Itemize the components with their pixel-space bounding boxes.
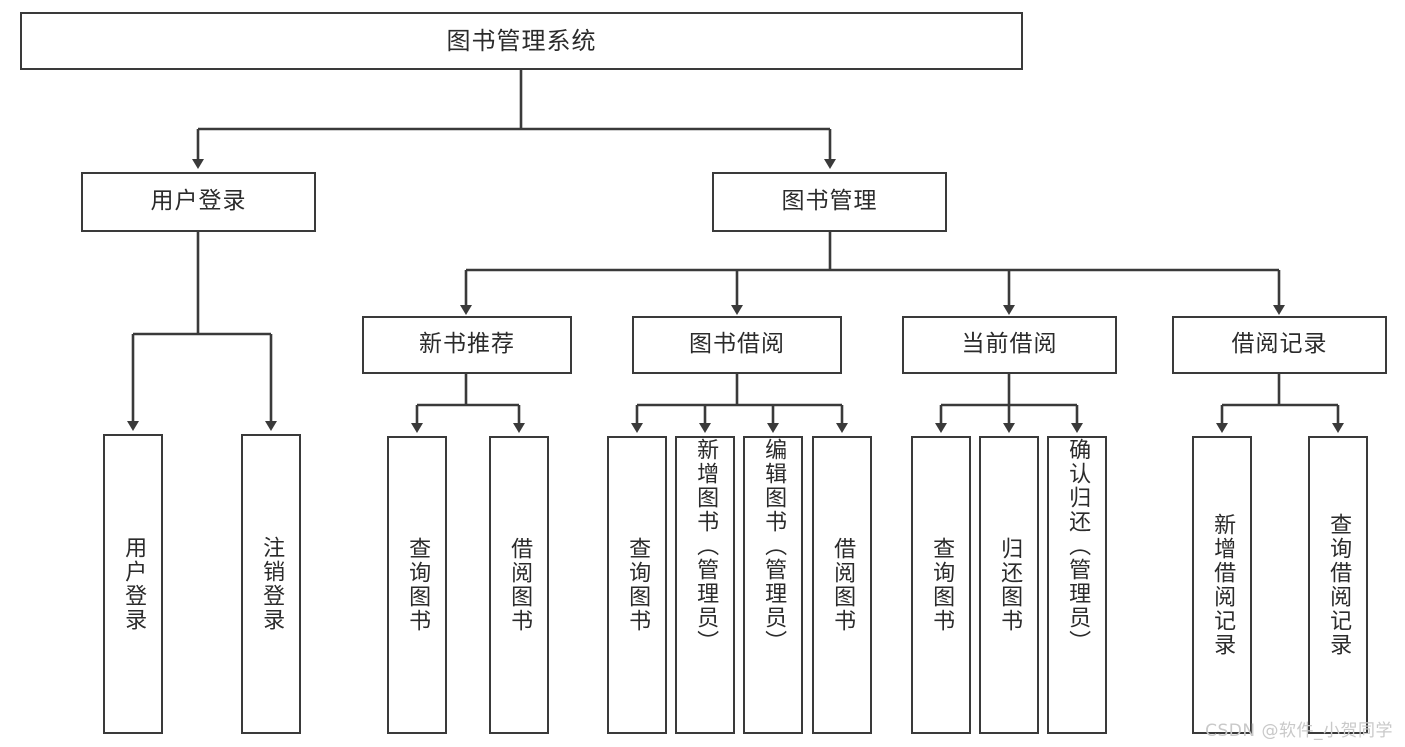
leaf-book-borrow-2-label: 编辑图书（管理员） — [761, 438, 787, 654]
leaf-new-book-0[interactable]: 查询图书 — [387, 436, 447, 734]
node-book-management[interactable]: 图书管理 — [712, 172, 947, 232]
node-book-borrow[interactable]: 图书借阅 — [632, 316, 842, 374]
leaf-user-login-0-label: 用户登录 — [121, 536, 147, 632]
leaf-new-book-1-label: 借阅图书 — [507, 537, 533, 633]
node-user-login-label: 用户登录 — [150, 188, 247, 215]
leaf-user-login-1-inner: 注销登录 — [243, 436, 299, 732]
node-user-login[interactable]: 用户登录 — [81, 172, 316, 232]
leaf-user-login-1[interactable]: 注销登录 — [241, 434, 301, 734]
leaf-current-borrow-1[interactable]: 归还图书 — [979, 436, 1039, 734]
leaf-current-borrow-1-inner: 归还图书 — [981, 438, 1037, 732]
leaf-current-borrow-0-label: 查询图书 — [929, 537, 955, 633]
leaf-user-login-0[interactable]: 用户登录 — [103, 434, 163, 734]
node-current-borrow-label: 当前借阅 — [961, 331, 1058, 358]
leaf-book-borrow-1[interactable]: 新增图书（管理员） — [675, 436, 735, 734]
node-book-management-label: 图书管理 — [781, 188, 878, 215]
leaf-book-borrow-0[interactable]: 查询图书 — [607, 436, 667, 734]
leaf-book-borrow-3[interactable]: 借阅图书 — [812, 436, 872, 734]
node-borrow-record[interactable]: 借阅记录 — [1172, 316, 1387, 374]
leaf-book-borrow-1-label: 新增图书（管理员） — [693, 438, 719, 654]
leaf-book-borrow-3-label: 借阅图书 — [830, 537, 856, 633]
leaf-current-borrow-1-label: 归还图书 — [997, 537, 1023, 633]
watermark-text: CSDN @软件_小贺同学 — [1205, 721, 1393, 741]
leaf-new-book-1[interactable]: 借阅图书 — [489, 436, 549, 734]
node-root-label: 图书管理系统 — [446, 26, 597, 55]
node-new-book-recommend[interactable]: 新书推荐 — [362, 316, 572, 374]
leaf-book-borrow-2-inner: 编辑图书（管理员） — [745, 438, 801, 732]
node-new-book-recommend-label: 新书推荐 — [419, 331, 515, 358]
node-root-book-management-system[interactable]: 图书管理系统 — [20, 12, 1023, 70]
leaf-new-book-0-label: 查询图书 — [405, 537, 431, 633]
leaf-book-borrow-3-inner: 借阅图书 — [814, 438, 870, 732]
leaf-current-borrow-0[interactable]: 查询图书 — [911, 436, 971, 734]
leaf-borrow-record-1-label: 查询借阅记录 — [1326, 513, 1352, 657]
leaf-new-book-1-inner: 借阅图书 — [491, 438, 547, 732]
leaf-book-borrow-0-inner: 查询图书 — [609, 438, 665, 732]
leaf-borrow-record-1[interactable]: 查询借阅记录 — [1308, 436, 1368, 734]
leaf-book-borrow-2[interactable]: 编辑图书（管理员） — [743, 436, 803, 734]
node-book-borrow-label: 图书借阅 — [689, 331, 785, 358]
node-borrow-record-label: 借阅记录 — [1231, 331, 1328, 358]
leaf-borrow-record-0[interactable]: 新增借阅记录 — [1192, 436, 1252, 734]
leaf-borrow-record-0-inner: 新增借阅记录 — [1194, 438, 1250, 732]
leaf-book-borrow-0-label: 查询图书 — [625, 537, 651, 633]
node-current-borrow[interactable]: 当前借阅 — [902, 316, 1117, 374]
leaf-current-borrow-0-inner: 查询图书 — [913, 438, 969, 732]
leaf-current-borrow-2-inner: 确认归还（管理员） — [1049, 438, 1105, 732]
leaf-current-borrow-2-label: 确认归还（管理员） — [1065, 438, 1091, 654]
leaf-borrow-record-0-label: 新增借阅记录 — [1210, 513, 1236, 657]
leaf-book-borrow-1-inner: 新增图书（管理员） — [677, 438, 733, 732]
leaf-new-book-0-inner: 查询图书 — [389, 438, 445, 732]
leaf-borrow-record-1-inner: 查询借阅记录 — [1310, 438, 1366, 732]
leaf-user-login-1-label: 注销登录 — [259, 536, 285, 632]
leaf-current-borrow-2[interactable]: 确认归还（管理员） — [1047, 436, 1107, 734]
leaf-user-login-0-inner: 用户登录 — [105, 436, 161, 732]
